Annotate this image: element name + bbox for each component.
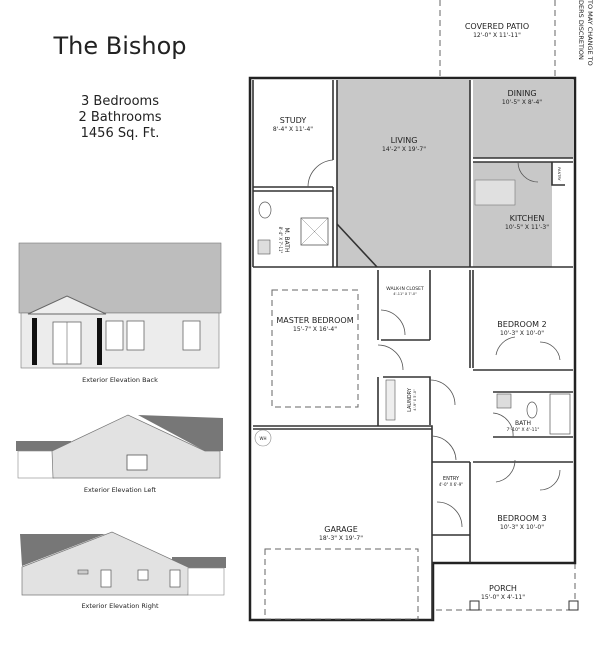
entry-label: ENTRY (443, 476, 460, 482)
patio-size: 12'-0" X 11'-11" (473, 32, 521, 39)
kitchen-island (474, 179, 516, 206)
bedroom2-size: 10'-3" X 10'-0" (500, 330, 544, 337)
bath-sink (496, 393, 512, 409)
plan-title: The Bishop (52, 32, 186, 60)
porch-size: 15'-0" X 4'-11" (481, 594, 525, 601)
bath-size: 7'-10" X 4'-11" (507, 427, 540, 433)
living-label: LIVING (391, 136, 418, 145)
kitchen-size: 10'-5" X 11'-3" (505, 224, 549, 231)
patio-label: COVERED PATIO (465, 22, 529, 31)
living-size: 14'-2" X 19'-7" (382, 146, 426, 153)
study-size: 8'-4" X 11'-4" (273, 126, 313, 133)
mbath-label: M. BATH (283, 228, 290, 253)
laundry-label: LAUNDRY (407, 387, 413, 412)
mbath-toilet (258, 201, 272, 219)
porch-label: PORCH (489, 584, 517, 593)
bath-label: BATH (515, 420, 531, 427)
living-area-fill (337, 80, 470, 267)
elevation-left (16, 414, 223, 479)
bathtub (549, 393, 571, 435)
laundry-size: 4'-9" X 5'-0" (413, 389, 417, 411)
note-line-1: TO MAY CHANGE TO (586, 0, 594, 66)
study-label: STUDY (280, 116, 307, 125)
spec-bedrooms: 3 Bedrooms (81, 94, 159, 109)
water-heater-label: WH (260, 436, 267, 441)
entry-size: 4'-0" X 6'-9" (439, 482, 463, 487)
mbath-size: 8'-4" X 7'-11" (278, 227, 283, 254)
elevation-right-caption: Exterior Elevation Right (81, 602, 159, 610)
bedroom3-label: BEDROOM 3 (497, 514, 546, 523)
washer-dryer (385, 379, 396, 421)
mbath-sink (257, 239, 271, 255)
closet-label: WALK-IN CLOSET (386, 286, 424, 292)
dining-label: DINING (507, 89, 536, 98)
closet-size: 4'-11" X 7'-0" (393, 292, 417, 296)
note-line-2: DERS DISCRETION (577, 0, 585, 60)
spec-bathrooms: 2 Bathrooms (78, 110, 161, 125)
pantry-label: PANTRY (557, 167, 561, 181)
bedroom3-size: 10'-3" X 10'-0" (500, 524, 544, 531)
garage-size: 18'-3" X 19'-7" (319, 535, 363, 542)
bedroom2-label: BEDROOM 2 (497, 320, 546, 329)
dining-size: 10'-5" X 8'-4" (502, 99, 542, 106)
master-bedroom-size: 15'-7" X 16'-4" (293, 326, 337, 333)
water-heater-icon (254, 429, 272, 447)
floor-plan (248, 0, 579, 622)
elevation-right (20, 531, 226, 596)
elevation-back (18, 242, 222, 369)
dining-area-fill (473, 80, 573, 158)
kitchen-label: KITCHEN (510, 214, 545, 223)
spec-area: 1456 Sq. Ft. (81, 126, 160, 141)
elevation-back-caption: Exterior Elevation Back (82, 376, 158, 384)
garage-label: GARAGE (324, 525, 358, 534)
kitchen-area-fill (473, 162, 552, 267)
bath-toilet (526, 401, 538, 419)
elevation-left-caption: Exterior Elevation Left (84, 486, 157, 494)
master-bedroom-label: MASTER BEDROOM (276, 316, 353, 325)
